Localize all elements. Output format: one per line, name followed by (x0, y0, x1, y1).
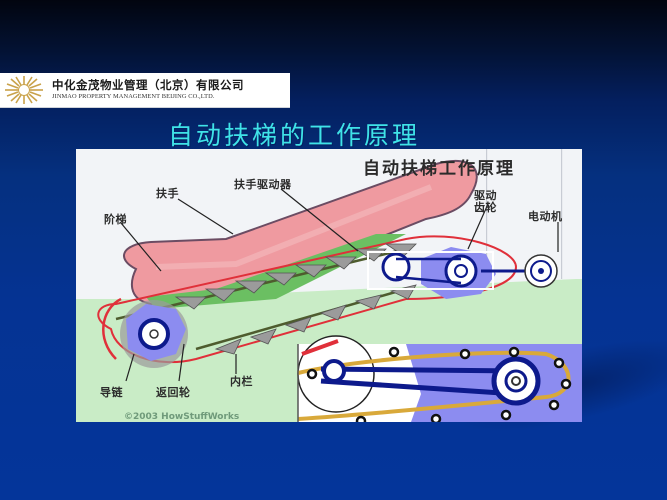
diagram-title: 自动扶梯工作原理 (363, 159, 515, 179)
copyright-text: ©2003 HowStuffWorks (124, 412, 240, 422)
slide-title: 自动扶梯的工作原理 (168, 121, 421, 150)
company-name-cn: 中化金茂物业管理（北京）有限公司 (52, 77, 244, 92)
label-motor: 电动机 (528, 210, 563, 223)
label-handrail: 扶手 (156, 187, 179, 200)
label-guide-chain: 导链 (100, 386, 123, 399)
label-inner-rail: 内栏 (230, 375, 253, 388)
label-drive-gear-1: 驱动 (474, 189, 497, 202)
label-return-wheel: 返回轮 (156, 386, 191, 399)
label-steps: 阶梯 (104, 213, 127, 226)
sunburst-logo-icon (0, 73, 48, 107)
label-drive-gear-2: 齿轮 (474, 201, 497, 214)
company-logo-bar: 中化金茂物业管理（北京）有限公司 JINMAO PROPERTY MANAGEM… (0, 73, 290, 108)
label-handrail-drive: 扶手驱动器 (234, 178, 292, 191)
escalator-illustration (76, 149, 582, 422)
escalator-diagram: 自动扶梯工作原理 扶手 扶手驱动器 驱动 齿轮 电动机 阶梯 导链 返回轮 内栏… (76, 149, 582, 422)
company-name-en: JINMAO PROPERTY MANAGEMENT BEIJING CO.,L… (52, 93, 215, 101)
